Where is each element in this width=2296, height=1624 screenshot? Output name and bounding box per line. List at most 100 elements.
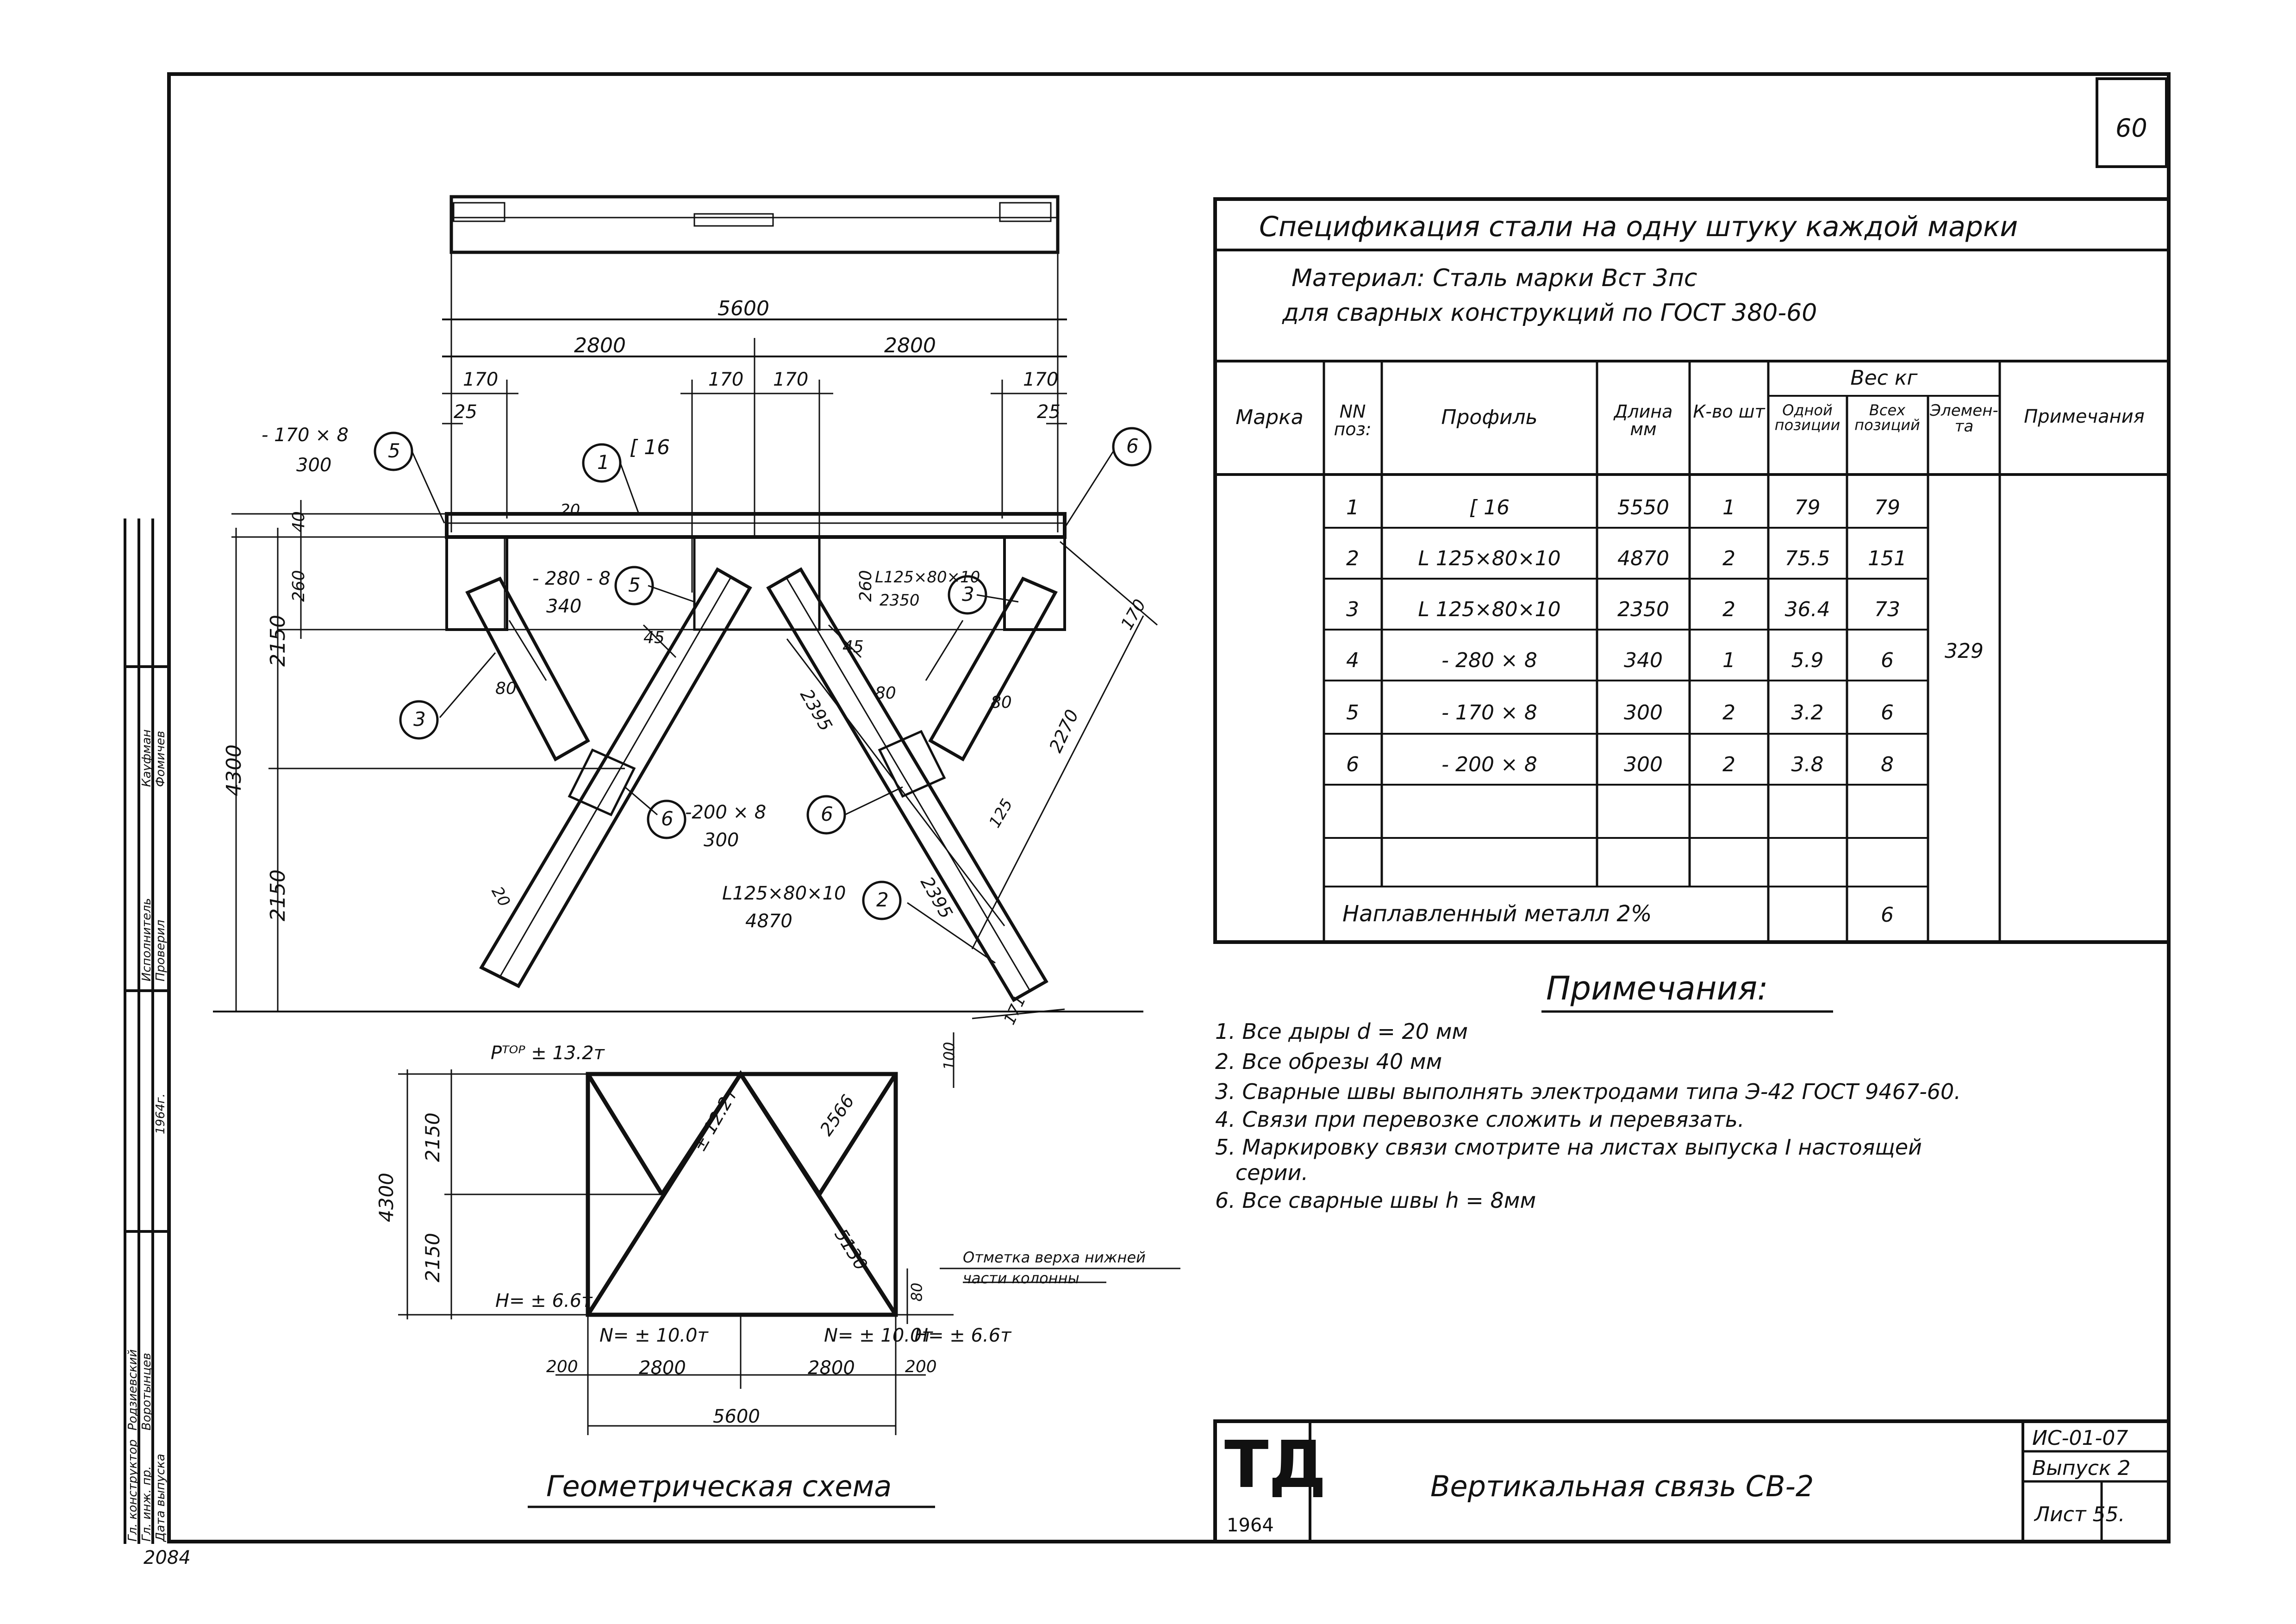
dim-170-4: 170 [1023,369,1059,390]
dim-half-left: 2800 [574,334,626,357]
dim-20: 20 [560,501,580,519]
note-6: 6. Все сварные швы h = 8мм [1215,1188,1536,1213]
spec-head-notes: Примечания [2024,406,2145,427]
scheme-dim-2800-b: 2800 [808,1357,855,1379]
spec-row2-length: 4870 [1617,547,1669,570]
scheme-dim-2150-a: 2150 [421,1112,444,1162]
spec-row6-one: 3.8 [1791,753,1824,776]
dim-45-a: 45 [643,628,665,647]
spec-element-total: 329 [1945,639,1984,663]
label-plate-6-bottom: 300 [704,830,739,851]
spec-table-frame [1213,197,2171,944]
spec-row6-profile: - 200 × 8 [1441,753,1537,776]
dim-260-left: 260 [289,570,308,602]
dim-260-right: 260 [856,570,875,602]
scheme-dim-4300: 4300 [375,1173,398,1222]
spec-row5-one: 3.2 [1791,701,1824,725]
scheme-dim-2800-a: 2800 [639,1357,686,1379]
sheet-number-box [2096,77,2168,168]
spec-head-qty: К-во шт [1693,401,1765,422]
scheme-h-left: H= ± 6.6т [495,1290,593,1312]
spec-row1-one: 79 [1794,496,1821,519]
dim-40: 40 [289,511,308,532]
dim-25-left: 25 [454,401,477,423]
scheme-h-right: H= ± 6.6т [914,1325,1011,1346]
spec-row6-qty: 2 [1722,753,1735,776]
callout-3-right: 3 [962,583,974,606]
label-plate-4-bottom: 340 [546,596,582,617]
label-plate-4-top: - 280 - 8 [532,568,611,589]
spec-row5-all: 6 [1881,701,1894,725]
label-plate-6-top: -200 × 8 [685,802,767,823]
dim-2150-bottom: 2150 [266,869,290,921]
dim-170-2: 170 [708,369,744,390]
label-channel-1: [ 16 [630,436,670,459]
callout-3-left: 3 [413,708,426,731]
spec-head-length: Длина мм [1614,401,1673,439]
spec-row5-profile: - 170 × 8 [1441,701,1537,725]
spec-row1-qty: 1 [1722,496,1735,519]
label-plate-5-top: - 170 × 8 [262,425,349,446]
stamp-name-4: Кауфман [140,729,154,787]
channel-elevation [445,512,1067,539]
scheme-title: Геометрическая схема [546,1469,892,1503]
scheme-column-note-1: Отметка верха нижней [963,1249,1146,1266]
label-angle-2-bottom: 4870 [745,911,792,932]
title-name: Вертикальная связь СВ-2 [1430,1469,1814,1503]
stamp-name-5: Фомичев [154,731,168,787]
note-5: 5. Маркировку связи смотрите на листах в… [1215,1135,1922,1160]
callout-4: 5 [628,574,641,596]
callout-5-right: 6 [1126,435,1139,457]
note-1: 1. Все дыры d = 20 мм [1215,1019,1468,1044]
notes-title: Примечания: [1546,969,1768,1007]
spec-head-profile: Профиль [1441,406,1538,429]
stamp-name-1: Родзиевский [126,1349,140,1430]
title-issue: Выпуск 2 [2032,1456,2131,1480]
callout-6-left: 6 [661,807,674,830]
scheme-dim-80: 80 [908,1282,926,1302]
spec-row6-all: 8 [1881,753,1894,776]
sheet-frame [167,72,2171,1543]
stamp-role-4: Исполнитель [140,898,154,981]
stamp-role-1: Гл. конструктор [126,1439,140,1542]
spec-row2-profile: L 125×80×10 [1418,547,1561,570]
stamp-name-2: Воротынцев [140,1353,154,1430]
spec-row6-pos: 6 [1346,753,1359,776]
title-logo: ТД [1224,1427,1327,1503]
title-sheet: Лист 55. [2034,1503,2125,1526]
spec-row3-all: 73 [1874,598,1900,621]
spec-row1-length: 5550 [1617,496,1669,519]
dim-170-3: 170 [773,369,809,390]
spec-head-pos: NN поз: [1334,401,1372,439]
spec-row3-profile: L 125×80×10 [1418,598,1561,621]
scheme-p-label: Pᵀᴼᴾ ± 13.2т [491,1043,605,1064]
corner-mark: 2084 [144,1547,191,1568]
spec-row5-pos: 5 [1346,701,1359,725]
dim-170-1: 170 [463,369,499,390]
note-4: 4. Связи при перевозке сложить и перевяз… [1215,1107,1745,1132]
spec-row4-length: 340 [1624,649,1663,672]
spec-row4-profile: - 280 × 8 [1441,649,1537,672]
spec-row1-profile: [ 16 [1469,496,1510,519]
top-channel-plan [449,195,1060,254]
spec-row5-length: 300 [1624,701,1663,725]
spec-row2-all: 151 [1868,547,1907,570]
spec-material-1: Материал: Сталь марки Вст 3пс [1292,264,1697,292]
spec-row3-pos: 3 [1346,598,1359,621]
scheme-dim-100: 100 [940,1042,958,1070]
label-angle-3-top: L125×80×10 [875,568,980,587]
stamp-name-3: 1964г. [154,1093,168,1134]
spec-row2-pos: 2 [1346,547,1359,570]
title-year: 1964 [1227,1515,1274,1536]
spec-head-element: Элемен- та [1930,401,1998,436]
callout-2: 2 [876,888,889,911]
dim-2150-top: 2150 [266,615,290,667]
label-angle-2-top: L125×80×10 [722,883,846,904]
callout-6-right: 6 [821,803,833,825]
dim-25-right: 25 [1037,401,1061,423]
callout-5-left: 5 [388,439,400,462]
spec-row2-qty: 2 [1722,547,1735,570]
sheet-number: 60 [2115,113,2147,143]
scheme-dim-5600: 5600 [713,1406,760,1427]
dim-4300: 4300 [222,744,246,796]
